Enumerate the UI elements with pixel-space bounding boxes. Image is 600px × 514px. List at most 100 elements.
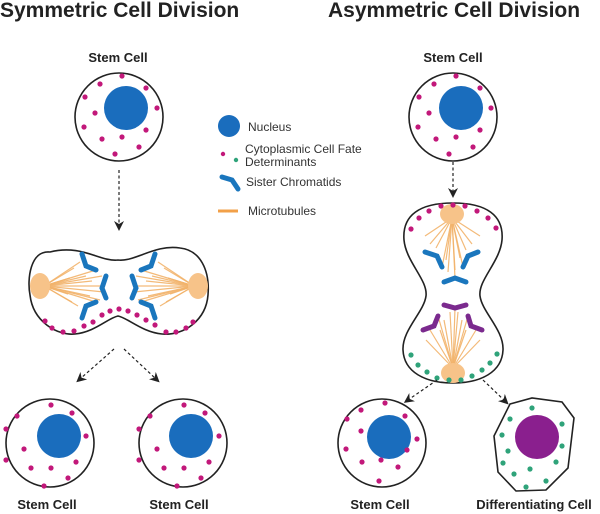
microtubule <box>447 217 453 273</box>
determinant-dot <box>416 94 422 100</box>
determinant-dot <box>433 136 439 142</box>
determinant-dot <box>82 94 88 100</box>
determinant-dot <box>119 134 125 140</box>
determinant-dot <box>143 317 149 323</box>
determinant-dot <box>408 352 414 358</box>
determinant-dot <box>434 375 440 381</box>
microtubule <box>451 217 456 271</box>
determinant-dot <box>48 402 54 408</box>
determinant-dot <box>426 110 432 116</box>
determinant-dot <box>152 322 158 328</box>
determinant-dot <box>41 483 47 489</box>
cell-fate-determinants <box>81 73 160 157</box>
determinant-dot <box>49 325 55 331</box>
determinant-dot <box>477 127 483 133</box>
microtubule <box>451 217 461 259</box>
determinant-dot <box>415 124 421 130</box>
determinant-dot <box>69 410 75 416</box>
determinant-dot <box>523 484 529 490</box>
determinant-dot <box>48 465 54 471</box>
determinant-dot <box>60 329 66 335</box>
determinant-dot <box>81 323 87 329</box>
sym-daughter-left-cell <box>3 398 95 489</box>
determinant-dot <box>382 400 388 406</box>
arrow-right-icon <box>482 379 509 405</box>
microtubule <box>452 329 477 369</box>
asym-daughter-right-label: Differentiating Cell <box>476 497 592 512</box>
determinant-dot <box>198 475 204 481</box>
nucleus <box>169 414 213 458</box>
arrow-right-icon <box>123 348 160 383</box>
determinant-dot <box>136 426 142 432</box>
sym-daughter-right-cell <box>136 398 228 489</box>
determinant-dot <box>499 432 505 438</box>
determinant-dot <box>206 459 212 465</box>
determinant-dot <box>136 457 142 463</box>
nucleus <box>37 414 81 458</box>
determinant-dot <box>81 124 87 130</box>
determinant-dot <box>147 413 153 419</box>
determinant-dot <box>559 421 565 427</box>
determinant-dot <box>469 373 475 379</box>
cell-fate-determinants <box>415 73 494 157</box>
microtubule <box>425 339 454 369</box>
determinant-dot <box>378 457 384 463</box>
microtubule <box>133 285 195 293</box>
determinant-dot <box>143 127 149 133</box>
determinant-dot <box>3 426 9 432</box>
microtubules <box>43 261 195 307</box>
determinant-dot <box>453 73 459 79</box>
determinant-dot <box>408 226 414 232</box>
microtubule <box>43 275 103 287</box>
centrosome-bottom <box>441 363 465 383</box>
cell-fate-determinants <box>42 306 196 335</box>
determinant-dot <box>458 377 464 383</box>
determinant-dot <box>507 416 513 422</box>
determinant-dot <box>99 136 105 142</box>
microtubule <box>43 285 105 293</box>
determinant-dot <box>174 483 180 489</box>
sym-parent-cell <box>74 72 164 162</box>
determinant-dot <box>343 446 349 452</box>
symmetric-title: Symmetric Cell Division <box>0 0 239 22</box>
legend: Nucleus Cytoplasmic Cell Fate Determinan… <box>218 115 362 218</box>
nucleus <box>439 86 483 130</box>
determinant-dot <box>107 308 113 314</box>
determinant-dot <box>494 351 500 357</box>
nucleus <box>515 415 559 459</box>
determinant-dot <box>21 446 27 452</box>
centrosome-right <box>188 273 208 299</box>
cell-fate-determinants <box>136 402 222 489</box>
nucleus <box>104 86 148 130</box>
determinant-dot <box>173 329 179 335</box>
microtubule <box>449 311 454 369</box>
determinant-dot <box>90 319 96 325</box>
determinant-dot <box>559 443 565 449</box>
sym-daughter-right-label: Stem Cell <box>149 497 208 512</box>
microtubule <box>452 329 467 369</box>
determinant-dot <box>477 85 483 91</box>
determinant-dot <box>493 225 499 231</box>
microtubule <box>452 311 459 369</box>
determinant-dot <box>529 405 535 411</box>
determinant-dot <box>183 325 189 331</box>
sister-chromatids-icon <box>219 174 241 192</box>
determinant-dot <box>119 73 125 79</box>
determinant-dot <box>65 475 71 481</box>
asymmetric-title: Asymmetric Cell Division <box>328 0 580 22</box>
asym-parent-cell <box>408 72 498 162</box>
determinant-dot <box>485 215 491 221</box>
microtubule <box>135 275 195 287</box>
asym-parent-label: Stem Cell <box>423 50 482 65</box>
cell-fate-determinants <box>3 402 89 489</box>
sym-daughter-left-label: Stem Cell <box>17 497 76 512</box>
determinant-dot <box>453 134 459 140</box>
determinant-dot <box>163 329 169 335</box>
determinant-dot <box>415 362 421 368</box>
determinant-dot <box>553 459 559 465</box>
determinant-dot <box>125 308 131 314</box>
determinant-dot <box>426 208 432 214</box>
determinant-dot <box>92 110 98 116</box>
determinant-dot <box>376 478 382 484</box>
